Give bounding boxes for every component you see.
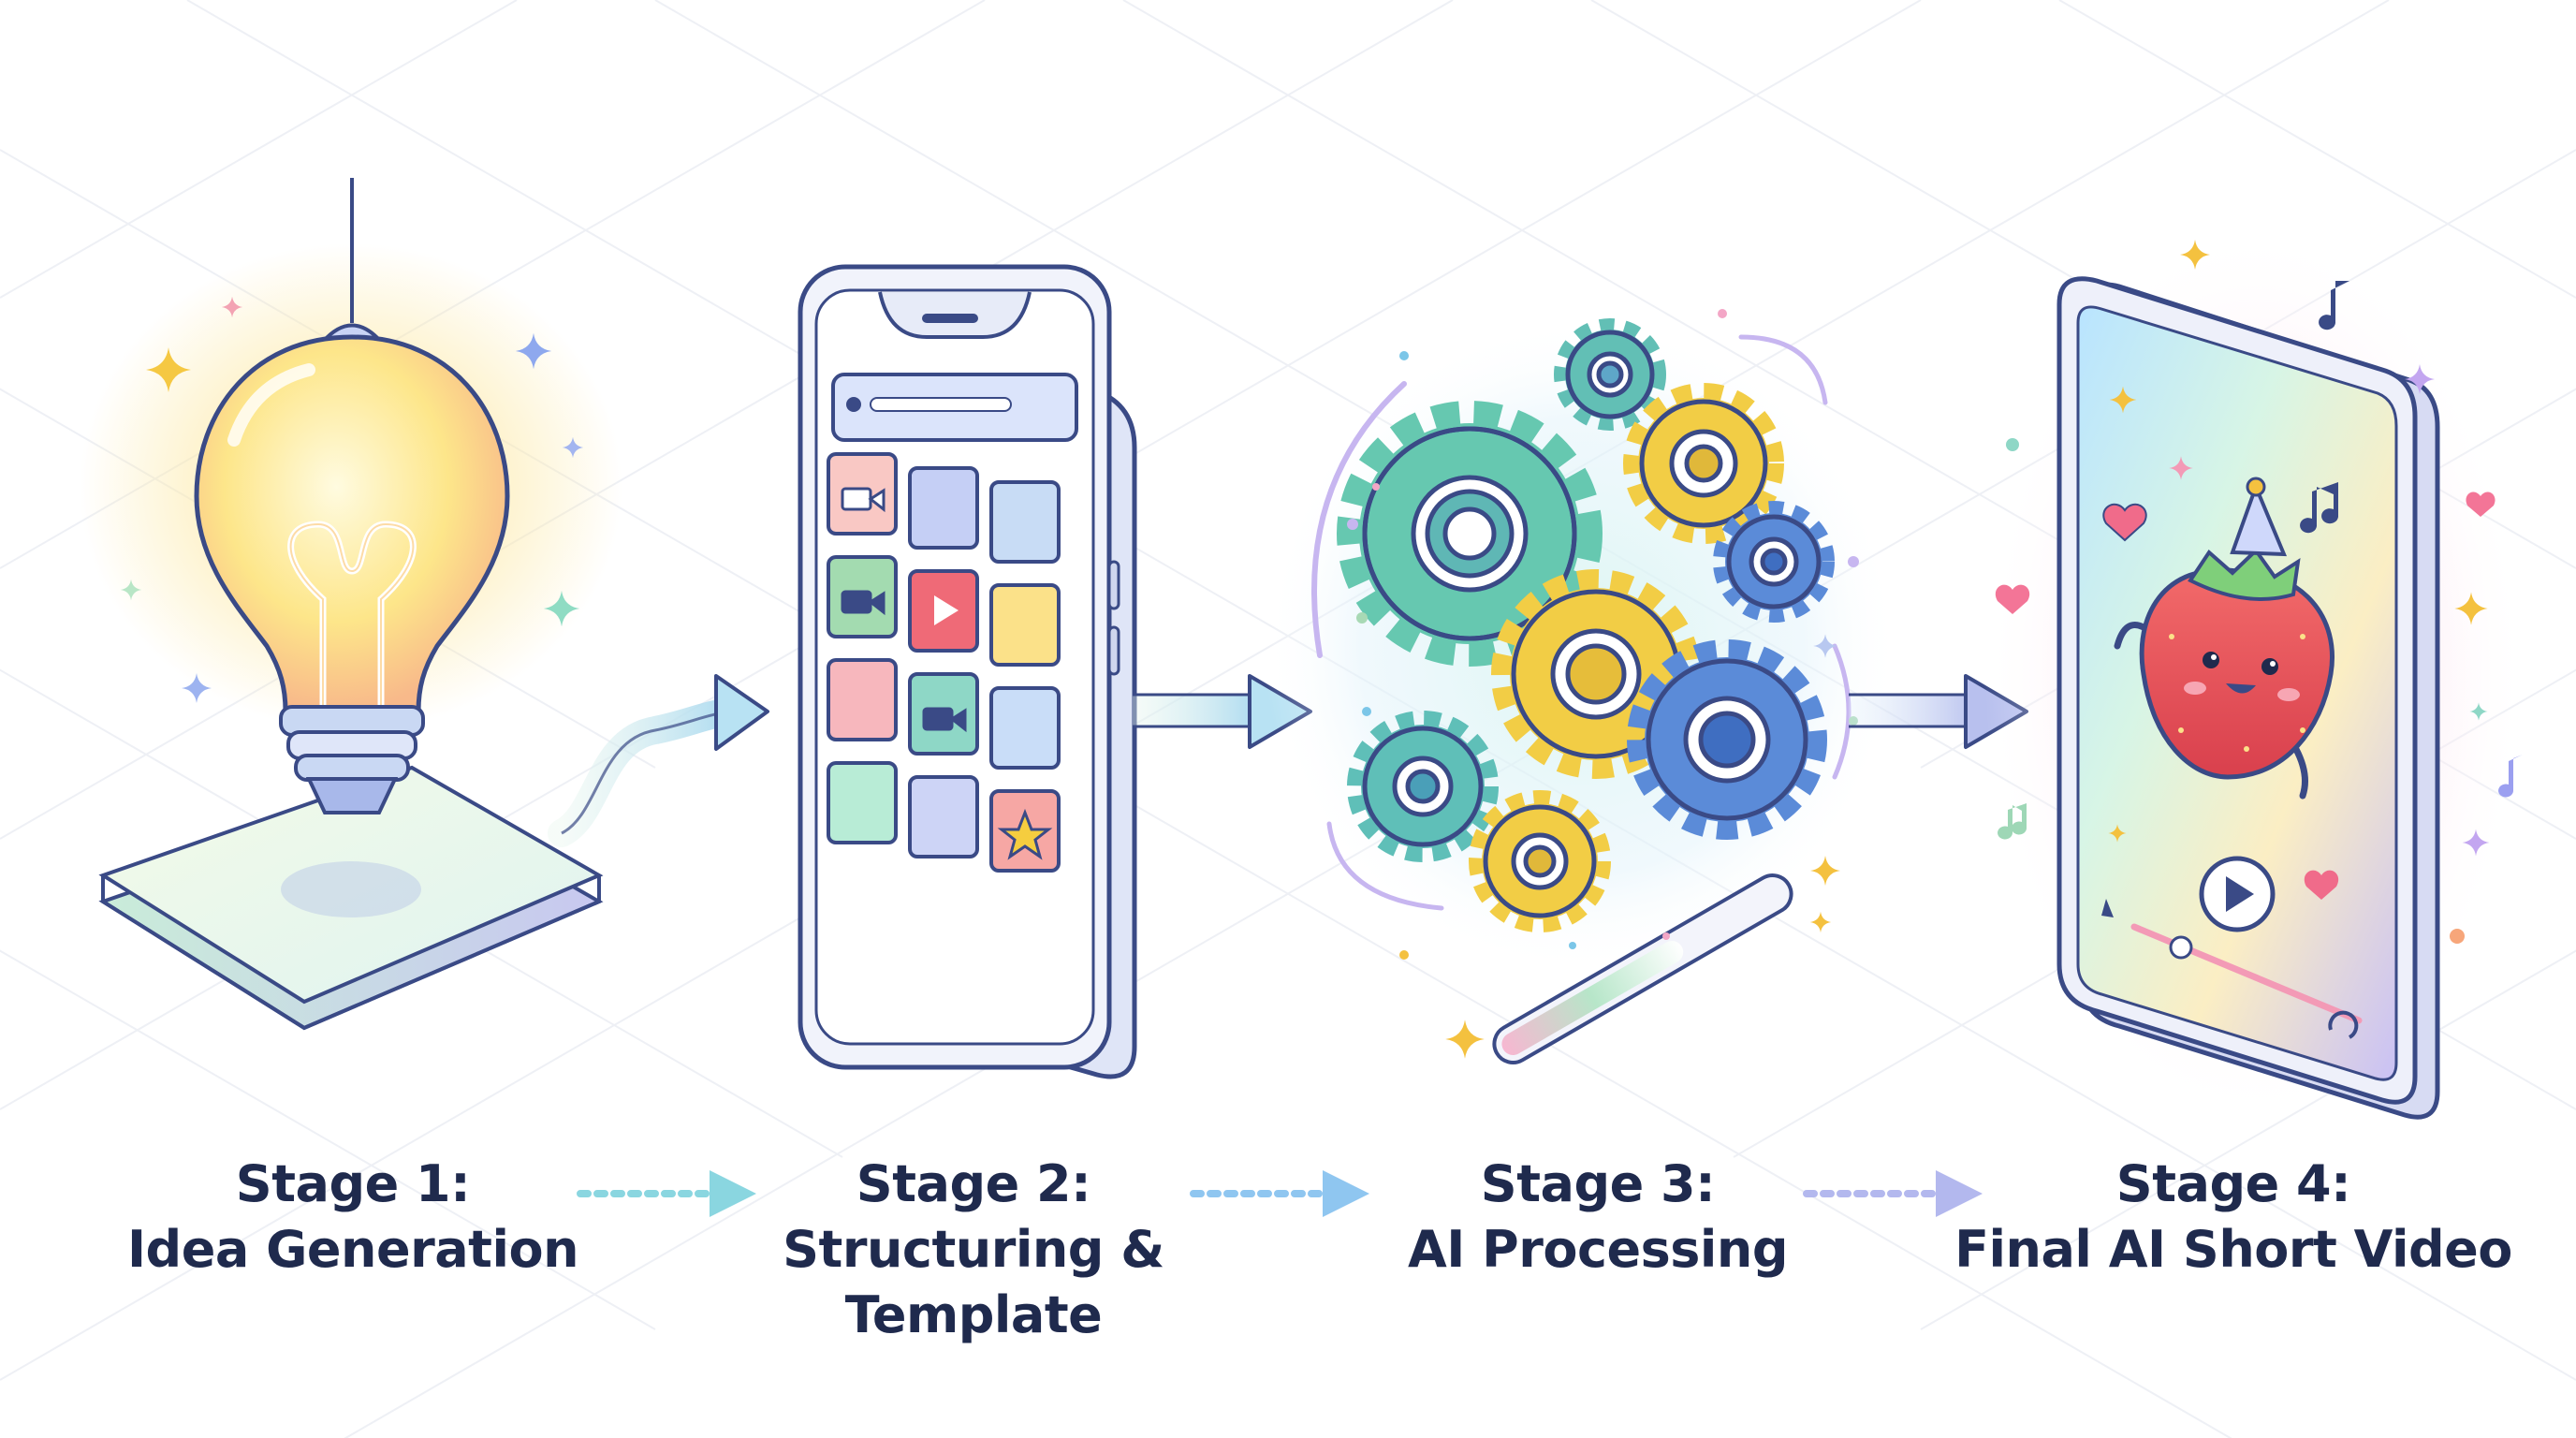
repeat-icon xyxy=(2328,1010,2359,1039)
stage-3-title: AI Processing xyxy=(1407,1220,1789,1279)
stage-4-title: Final AI Short Video xyxy=(1954,1220,2512,1279)
video-camera-icon xyxy=(841,487,967,733)
star-icon xyxy=(997,808,1053,860)
stage-4-label: Stage 4: xyxy=(2115,1154,2351,1213)
stage-2-caption: Stage 2: Structuring & Template xyxy=(674,1152,1273,1348)
caption-arrow-2 xyxy=(1190,1170,1369,1217)
stage-1-title: Idea Generation xyxy=(126,1220,579,1279)
caption-arrow-1 xyxy=(577,1170,756,1217)
arrow-stage1-to-2 xyxy=(548,674,769,847)
stage-2-title-line-2: Template xyxy=(844,1285,1103,1344)
stage-1-label: Stage 1: xyxy=(235,1154,471,1213)
play-icon xyxy=(934,595,959,625)
template-phone-icon xyxy=(798,264,1137,1079)
progress-bar xyxy=(1492,873,1793,1064)
stage-3-caption: Stage 3: AI Processing xyxy=(1298,1152,1897,1283)
stage-2-label: Stage 2: xyxy=(856,1154,1091,1213)
heart-icon xyxy=(2102,504,2147,542)
stage-2-title-line-1: Structuring & xyxy=(783,1220,1164,1279)
lightbulb-icon xyxy=(80,178,622,1031)
gears-icon xyxy=(1264,309,1900,1064)
stage-4-caption: Stage 4: Final AI Short Video xyxy=(1934,1152,2533,1283)
stage-1-caption: Stage 1: Idea Generation xyxy=(53,1152,652,1283)
strawberry-character-icon xyxy=(2114,477,2334,800)
caption-arrow-3 xyxy=(1803,1170,1983,1217)
stage-3-label: Stage 3: xyxy=(1480,1154,1716,1213)
caption-arrows xyxy=(577,1170,1983,1217)
video-phone-icon xyxy=(1984,225,2527,1123)
arrow-stage2-to-3 xyxy=(1133,674,1312,749)
music-note-icon xyxy=(1998,281,2523,840)
